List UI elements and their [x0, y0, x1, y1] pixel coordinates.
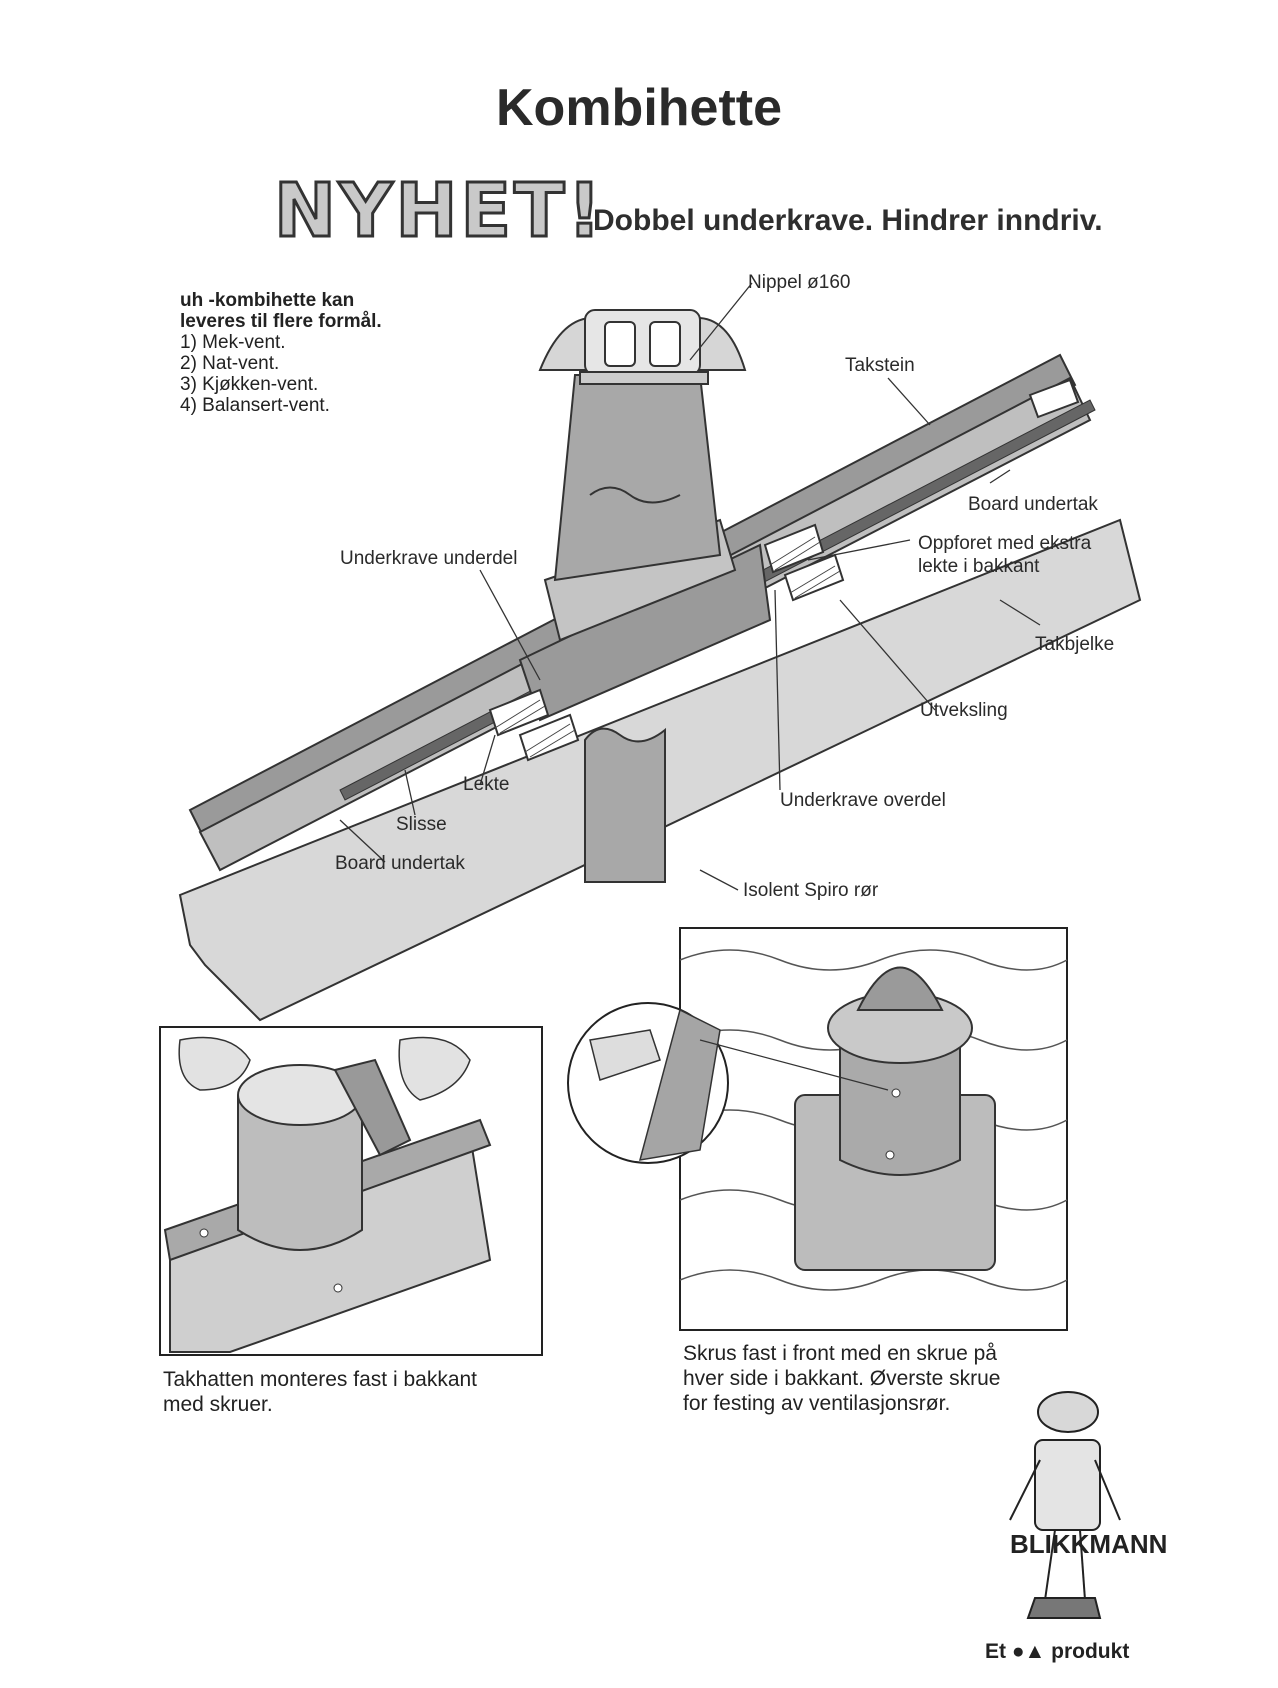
caption-left: Takhatten monteres fast i bakkant med sk…: [163, 1367, 477, 1417]
page-title: Kombihette: [496, 79, 782, 137]
uh-logo-icon: ●▲: [1011, 1640, 1046, 1663]
caption-left-line-2: med skruer.: [163, 1393, 273, 1416]
caption-right-line-2: hver side i bakkant. Øverste skrue: [683, 1367, 1001, 1390]
label-takbjelke: Takbjelke: [1035, 634, 1115, 655]
intro-item: 2) Nat-vent.: [180, 353, 280, 374]
label-oppforet-1: Oppforet med ekstra: [918, 533, 1092, 554]
intro-item: 4) Balansert-vent.: [180, 395, 330, 416]
label-underkrave-overdel: Underkrave overdel: [780, 790, 946, 811]
label-board-undertak-bottom: Board undertak: [335, 853, 465, 874]
intro-item: 3) Kjøkken-vent.: [180, 374, 319, 395]
label-isolent: Isolent Spiro rør: [743, 880, 879, 901]
label-underkrave-underdel: Underkrave underdel: [340, 548, 518, 569]
caption-left-line-1: Takhatten monteres fast i bakkant: [163, 1368, 478, 1391]
label-takstein: Takstein: [845, 355, 915, 376]
nyhet-badge: NYHET!: [272, 167, 605, 256]
label-oppforet-2: lekte i bakkant: [918, 556, 1040, 577]
label-nippel: Nippel ø160: [748, 272, 851, 293]
intro-item: 1) Mek-vent.: [180, 332, 286, 353]
footer-brand: Et ●▲ produkt: [985, 1640, 1129, 1664]
footer-et: Et: [985, 1640, 1006, 1663]
caption-right: Skrus fast i front med en skrue på hver …: [683, 1341, 1000, 1416]
banner-subtitle: Dobbel underkrave. Hindrer inndriv.: [593, 204, 1103, 237]
intro-line-1: uh -kombihette kan: [180, 290, 355, 311]
caption-right-line-3: for festing av ventilasjonsrør.: [683, 1392, 951, 1415]
mascot-logo-text: BLIKKMANN: [1010, 1529, 1167, 1559]
intro-line-2: leveres til flere formål.: [180, 311, 382, 332]
caption-right-line-1: Skrus fast i front med en skrue på: [683, 1342, 997, 1365]
intro-text: uh -kombihette kan leveres til flere for…: [180, 290, 382, 416]
label-lekte: Lekte: [463, 774, 510, 795]
label-board-undertak-top: Board undertak: [968, 494, 1098, 515]
label-utveksling: Utveksling: [920, 700, 1008, 721]
footer-produkt: produkt: [1051, 1640, 1130, 1663]
label-slisse: Slisse: [396, 814, 447, 835]
